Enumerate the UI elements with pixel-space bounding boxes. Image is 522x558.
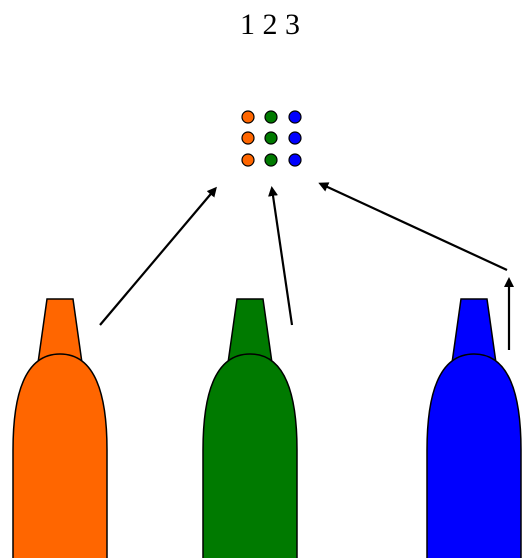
green-marker	[202, 298, 298, 558]
dot-blue-2	[288, 131, 302, 145]
dot-blue-3	[288, 153, 302, 167]
dot-green-2	[264, 131, 278, 145]
orange-marker	[12, 298, 108, 558]
dot-orange-2	[241, 131, 255, 145]
orange-marker-body	[12, 353, 108, 558]
markers	[12, 298, 522, 558]
dot-grid	[241, 110, 302, 167]
arrow-blue	[318, 182, 508, 271]
blue-marker	[426, 298, 522, 558]
green-marker-body	[202, 353, 298, 558]
diagram-title: 1 2 3	[240, 8, 300, 41]
blue-marker-body	[426, 353, 522, 558]
arrow-green	[268, 186, 294, 326]
arrow-orange	[99, 186, 217, 326]
arrows	[99, 182, 514, 350]
dot-green-3	[264, 153, 278, 167]
dot-green-1	[264, 110, 278, 124]
dot-blue-1	[288, 110, 302, 124]
dot-orange-1	[241, 110, 255, 124]
dot-orange-3	[241, 153, 255, 167]
